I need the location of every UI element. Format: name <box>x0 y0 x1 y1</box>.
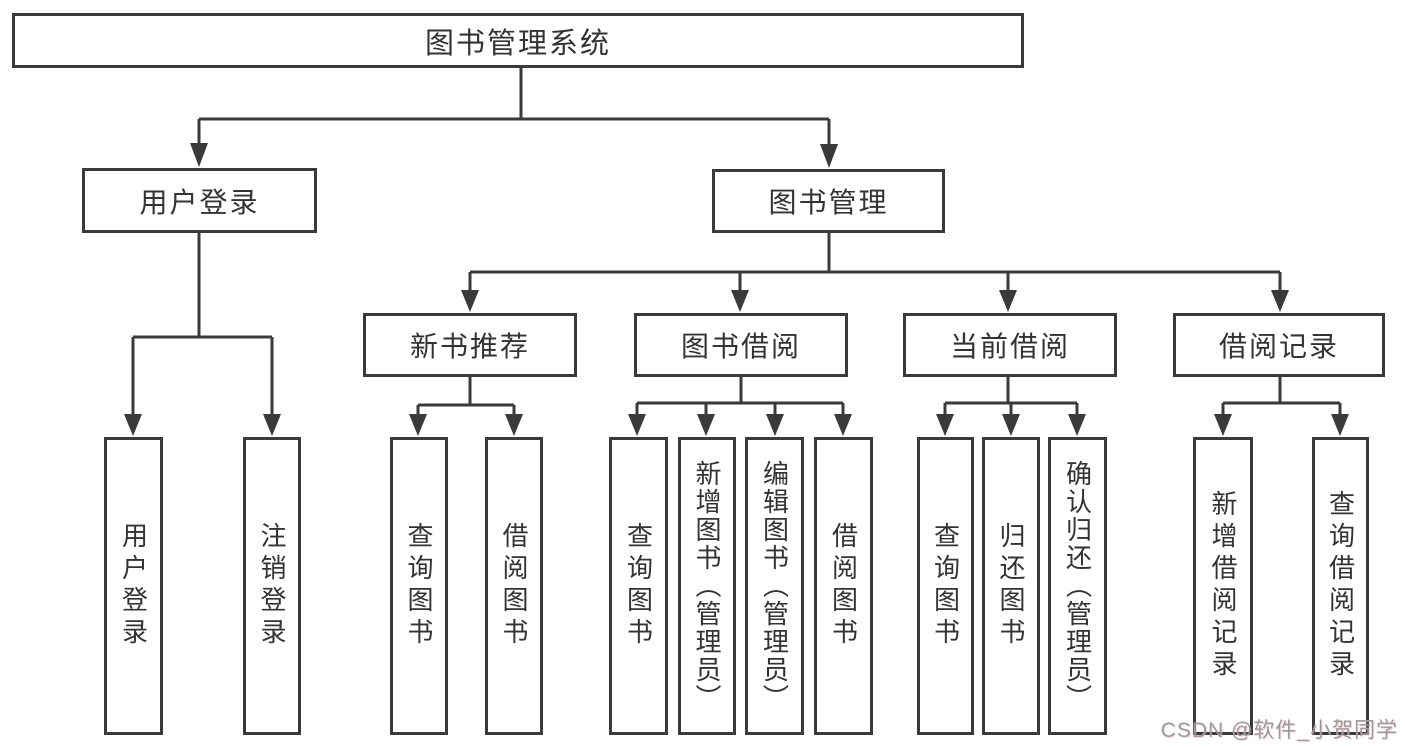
leaf-return-books: 归还图书 <box>982 437 1040 735</box>
node-label: 新书推荐 <box>409 331 530 362</box>
leaf-label: 确认归还（管理员） <box>1062 460 1093 712</box>
node-label: 图书管理系统 <box>424 27 611 60</box>
leaf-label: 查询图书 <box>930 522 961 650</box>
leaf-label: 注销登录 <box>257 522 287 650</box>
node-label: 借阅记录 <box>1218 331 1339 362</box>
leaf-label: 借阅图书 <box>828 522 859 650</box>
leaf-logout: 注销登录 <box>243 437 301 735</box>
node-label: 用户登录 <box>139 186 260 218</box>
csdn-watermark: CSDN @软件_小贺同学 <box>1160 719 1398 742</box>
leaf-query-books: 查询图书 <box>390 437 448 735</box>
leaf-confirm-return-admin: 确认归还（管理员） <box>1048 437 1107 735</box>
leaf-label: 归还图书 <box>996 522 1026 650</box>
leaf-label: 查询图书 <box>404 522 434 650</box>
node-label: 图书管理 <box>768 187 889 218</box>
node-current-borrow: 当前借阅 <box>903 313 1117 377</box>
leaf-user-login: 用户登录 <box>104 437 163 735</box>
leaf-label: 借阅图书 <box>499 522 529 650</box>
leaf-edit-books-admin: 编辑图书（管理员） <box>745 437 804 735</box>
leaf-add-borrow-record: 新增借阅记录 <box>1193 437 1253 735</box>
leaf-query-books: 查询图书 <box>609 437 668 735</box>
leaf-borrow-books: 借阅图书 <box>814 437 873 735</box>
node-new-book-recommend: 新书推荐 <box>363 313 577 377</box>
leaf-label: 查询图书 <box>623 522 654 650</box>
leaf-label: 编辑图书（管理员） <box>759 460 790 712</box>
node-label: 当前借阅 <box>949 331 1070 362</box>
node-library-management-system: 图书管理系统 <box>12 13 1024 68</box>
leaf-label: 新增借阅记录 <box>1208 490 1238 682</box>
node-book-borrow: 图书借阅 <box>634 313 848 377</box>
leaf-borrow-books: 借阅图书 <box>485 437 543 735</box>
node-label: 图书借阅 <box>680 331 801 362</box>
node-borrow-record: 借阅记录 <box>1173 313 1385 377</box>
node-user-login: 用户登录 <box>82 168 317 233</box>
leaf-query-borrow-record: 查询借阅记录 <box>1312 437 1369 735</box>
leaf-label: 新增图书（管理员） <box>692 460 722 712</box>
leaf-label: 查询借阅记录 <box>1325 490 1356 682</box>
leaf-query-books: 查询图书 <box>917 437 974 735</box>
leaf-label: 用户登录 <box>118 522 149 650</box>
leaf-add-books-admin: 新增图书（管理员） <box>678 437 736 735</box>
node-book-management: 图书管理 <box>712 169 945 233</box>
